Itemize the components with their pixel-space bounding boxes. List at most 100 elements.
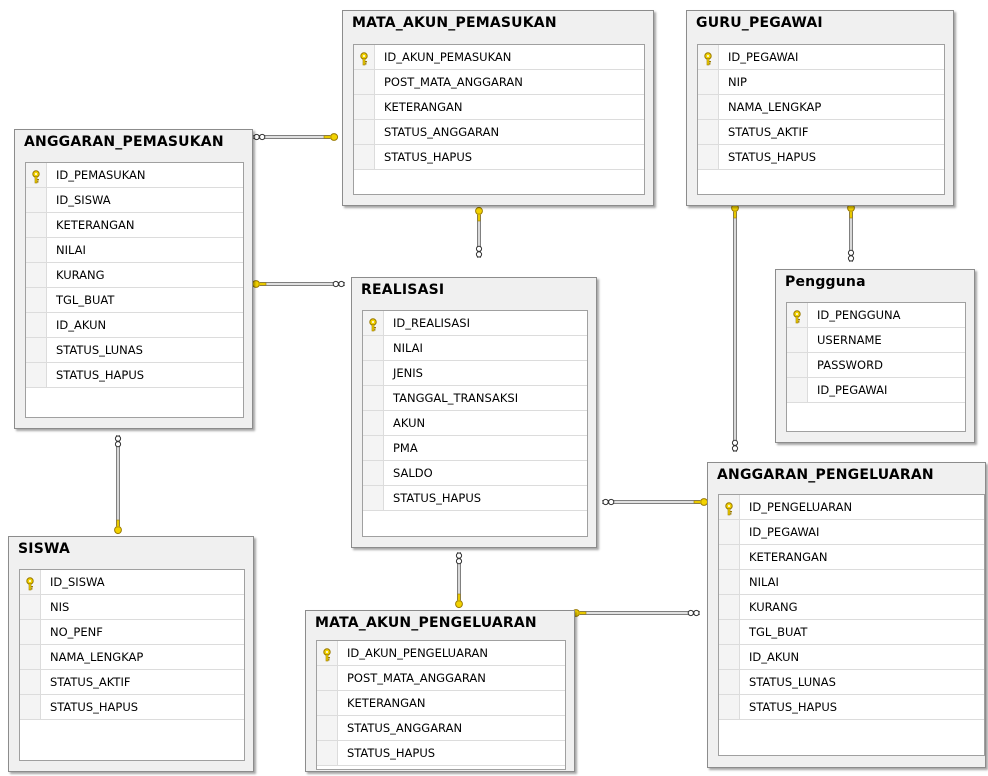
relationship-realisasi-to-anggaran-pemasukan[interactable] xyxy=(251,280,345,288)
row-selector[interactable] xyxy=(317,666,338,690)
column-row[interactable]: NILAI xyxy=(719,570,984,595)
row-selector[interactable] xyxy=(20,595,41,619)
column-row[interactable]: POST_MATA_ANGGARAN xyxy=(354,70,644,95)
row-selector[interactable] xyxy=(26,163,47,187)
column-row[interactable]: ID_PEGAWAI xyxy=(719,520,984,545)
row-selector[interactable] xyxy=(20,570,41,594)
row-selector[interactable] xyxy=(787,378,808,402)
column-row[interactable]: KETERANGAN xyxy=(354,95,644,120)
row-selector[interactable] xyxy=(354,95,375,119)
column-row[interactable]: KURANG xyxy=(719,595,984,620)
row-selector[interactable] xyxy=(719,645,740,669)
column-row[interactable]: ID_SISWA xyxy=(26,188,243,213)
column-row[interactable]: STATUS_HAPUS xyxy=(354,145,644,170)
relationship-realisasi-to-mata-akun-pemasukan[interactable] xyxy=(475,206,483,258)
row-selector[interactable] xyxy=(317,641,338,665)
column-row[interactable]: NO_PENF xyxy=(20,620,244,645)
row-selector[interactable] xyxy=(719,670,740,694)
column-row[interactable]: STATUS_HAPUS xyxy=(698,145,944,170)
column-row[interactable]: STATUS_AKTIF xyxy=(20,670,244,695)
row-selector[interactable] xyxy=(698,120,719,144)
row-selector[interactable] xyxy=(363,311,384,335)
row-selector[interactable] xyxy=(719,620,740,644)
row-selector[interactable] xyxy=(363,336,384,360)
column-row[interactable]: KETERANGAN xyxy=(317,691,565,716)
column-row[interactable]: NILAI xyxy=(26,238,243,263)
row-selector[interactable] xyxy=(317,691,338,715)
primary-key-column-row[interactable]: ID_REALISASI xyxy=(363,311,587,336)
row-selector[interactable] xyxy=(787,303,808,327)
primary-key-column-row[interactable]: ID_PEGAWAI xyxy=(698,45,944,70)
column-row[interactable]: JENIS xyxy=(363,361,587,386)
row-selector[interactable] xyxy=(363,411,384,435)
row-selector[interactable] xyxy=(354,145,375,169)
primary-key-column-row[interactable]: ID_AKUN_PEMASUKAN xyxy=(354,45,644,70)
row-selector[interactable] xyxy=(719,595,740,619)
row-selector[interactable] xyxy=(354,120,375,144)
row-selector[interactable] xyxy=(698,95,719,119)
row-selector[interactable] xyxy=(698,45,719,69)
column-row[interactable]: KETERANGAN xyxy=(719,545,984,570)
column-row[interactable]: STATUS_HAPUS xyxy=(363,486,587,511)
row-selector[interactable] xyxy=(363,486,384,510)
column-row[interactable]: ID_AKUN xyxy=(26,313,243,338)
column-row[interactable]: POST_MATA_ANGGARAN xyxy=(317,666,565,691)
row-selector[interactable] xyxy=(719,570,740,594)
row-selector[interactable] xyxy=(26,363,47,387)
column-row[interactable]: STATUS_ANGGARAN xyxy=(354,120,644,145)
relationship-anggaran-pemasukan-to-siswa[interactable] xyxy=(114,435,122,535)
column-row[interactable]: STATUS_HAPUS xyxy=(317,741,565,766)
relationship-realisasi-to-mata-akun-pengeluaran[interactable] xyxy=(455,552,463,609)
column-row[interactable]: USERNAME xyxy=(787,328,965,353)
relationship-anggaran-pengeluaran-to-mata-akun-pengeluaran[interactable] xyxy=(571,609,700,617)
row-selector[interactable] xyxy=(26,188,47,212)
row-selector[interactable] xyxy=(363,361,384,385)
relationship-anggaran-pemasukan-to-mata-akun-pemasukan[interactable] xyxy=(253,133,339,141)
row-selector[interactable] xyxy=(20,695,41,719)
row-selector[interactable] xyxy=(26,338,47,362)
column-row[interactable]: STATUS_HAPUS xyxy=(20,695,244,720)
column-row[interactable]: STATUS_ANGGARAN xyxy=(317,716,565,741)
row-selector[interactable] xyxy=(698,70,719,94)
row-selector[interactable] xyxy=(20,620,41,644)
row-selector[interactable] xyxy=(20,645,41,669)
row-selector[interactable] xyxy=(26,313,47,337)
row-selector[interactable] xyxy=(317,741,338,765)
column-row[interactable]: STATUS_HAPUS xyxy=(26,363,243,388)
row-selector[interactable] xyxy=(26,213,47,237)
row-selector[interactable] xyxy=(26,288,47,312)
row-selector[interactable] xyxy=(787,328,808,352)
column-row[interactable]: ID_PEGAWAI xyxy=(787,378,965,403)
column-row[interactable]: PASSWORD xyxy=(787,353,965,378)
column-row[interactable]: STATUS_LUNAS xyxy=(26,338,243,363)
table-mata-akun-pengeluaran[interactable]: MATA_AKUN_PENGELUARAN ID_AKUN_PENGELUARA… xyxy=(305,610,575,772)
primary-key-column-row[interactable]: ID_PENGGUNA xyxy=(787,303,965,328)
row-selector[interactable] xyxy=(354,45,375,69)
primary-key-column-row[interactable]: ID_PEMASUKAN xyxy=(26,163,243,188)
column-row[interactable]: NIS xyxy=(20,595,244,620)
column-row[interactable]: TGL_BUAT xyxy=(26,288,243,313)
column-row[interactable]: KETERANGAN xyxy=(26,213,243,238)
primary-key-column-row[interactable]: ID_SISWA xyxy=(20,570,244,595)
column-row[interactable]: PMA xyxy=(363,436,587,461)
row-selector[interactable] xyxy=(363,436,384,460)
column-row[interactable]: AKUN xyxy=(363,411,587,436)
column-row[interactable]: STATUS_AKTIF xyxy=(698,120,944,145)
row-selector[interactable] xyxy=(719,520,740,544)
column-row[interactable]: TGL_BUAT xyxy=(719,620,984,645)
column-row[interactable]: NAMA_LENGKAP xyxy=(698,95,944,120)
row-selector[interactable] xyxy=(787,353,808,377)
relationship-realisasi-to-anggaran-pengeluaran[interactable] xyxy=(602,498,709,506)
row-selector[interactable] xyxy=(363,461,384,485)
relationship-pengguna-to-guru-pegawai[interactable] xyxy=(847,203,855,262)
row-selector[interactable] xyxy=(719,695,740,719)
column-row[interactable]: SALDO xyxy=(363,461,587,486)
row-selector[interactable] xyxy=(354,70,375,94)
